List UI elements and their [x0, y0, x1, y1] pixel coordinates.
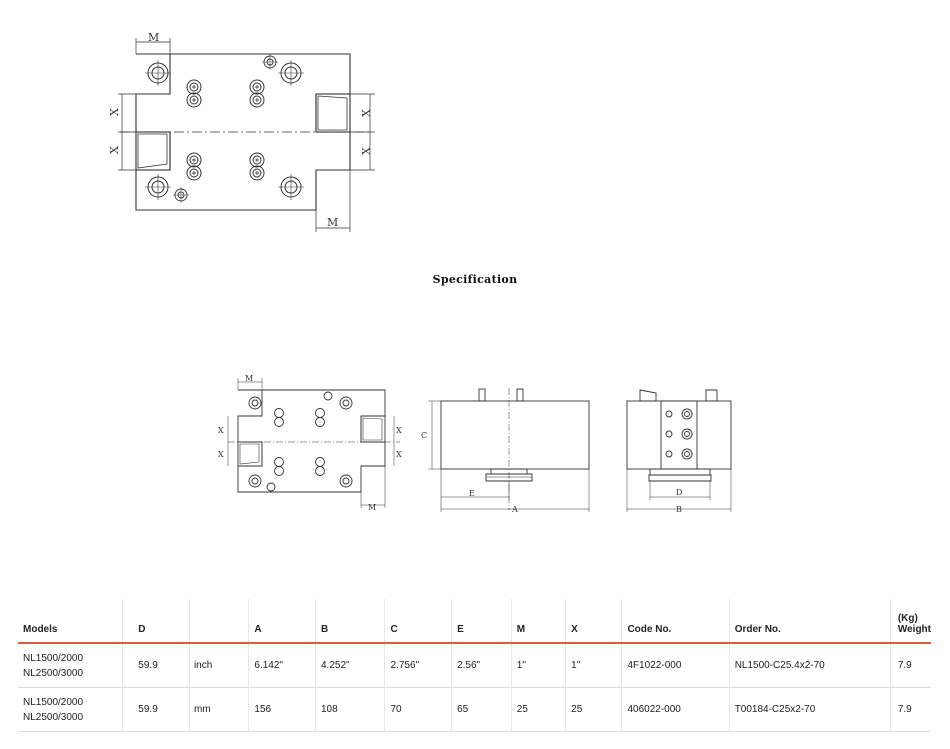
dim-b: B — [676, 505, 682, 514]
top-view-drawing-large: M M X X X X — [108, 31, 375, 232]
dim-d: D — [676, 488, 682, 497]
cell-code: 406022-000 — [621, 687, 730, 732]
small-dim-x-left-2: X — [218, 450, 224, 459]
dim-x-left-1: X — [108, 108, 121, 116]
small-dim-x-right-2: X — [396, 450, 402, 459]
col-code: Code No. — [621, 599, 730, 643]
cell-weight: 7.9 — [897, 704, 912, 715]
cell-m: 1" — [511, 643, 567, 688]
cell-weight: 7.9 — [897, 660, 912, 671]
dim-x-right-1: X — [360, 109, 373, 117]
col-order: Order No. — [729, 599, 891, 643]
cell-x: 1" — [565, 643, 623, 688]
cell-d: 59.9 — [122, 687, 190, 732]
dim-m-bottom: M — [327, 216, 338, 229]
small-dim-m-top: M — [245, 374, 253, 383]
cell-b: 4.252" — [315, 643, 386, 688]
cell-c: 2.756" — [384, 643, 453, 688]
col-b: B — [315, 599, 386, 643]
small-dim-m-bottom: M — [368, 503, 376, 512]
dim-x-right-2: X — [360, 147, 373, 155]
cell-m: 25 — [511, 687, 567, 732]
dim-a: A — [511, 505, 518, 514]
dimension-drawings-small: M M X X X X C E A — [218, 374, 732, 514]
cell-e: 65 — [451, 687, 512, 732]
table-header-row: Models D A B C E M X Code No. Order No. … — [18, 599, 931, 643]
col-d: D — [122, 599, 190, 643]
col-a: A — [248, 599, 316, 643]
cell-order: T00184-C25x2-70 — [729, 687, 891, 732]
cell-x: 25 — [565, 687, 623, 732]
col-c: C — [384, 599, 453, 643]
col-e: E — [451, 599, 512, 643]
col-models: Models — [18, 599, 124, 643]
cell-d: 59.9 — [122, 643, 190, 688]
cell-unit: inch — [189, 643, 250, 688]
cell-c: 70 — [384, 687, 453, 732]
cell-order: NL1500-C25.4x2-70 — [729, 643, 891, 688]
dim-e: E — [469, 489, 475, 498]
specification-heading: Specification — [432, 273, 518, 286]
col-unit — [189, 599, 250, 643]
col-weight: (Kg)Weight — [897, 613, 931, 635]
spec-table: Models D A B C E M X Code No. Order No. … — [18, 599, 931, 732]
cell-code: 4F1022-000 — [621, 643, 730, 688]
cell-unit: mm — [189, 687, 250, 732]
small-dim-x-left-1: X — [218, 426, 224, 435]
small-dim-x-right-1: X — [396, 426, 402, 435]
dim-x-left-2: X — [108, 146, 121, 154]
cell-a: 156 — [248, 687, 316, 732]
cell-e: 2.56" — [451, 643, 512, 688]
dim-m-top: M — [148, 31, 159, 44]
cell-b: 108 — [315, 687, 386, 732]
dim-c: C — [421, 431, 427, 440]
col-m: M — [511, 599, 567, 643]
cell-a: 6.142" — [248, 643, 316, 688]
col-x: X — [565, 599, 623, 643]
